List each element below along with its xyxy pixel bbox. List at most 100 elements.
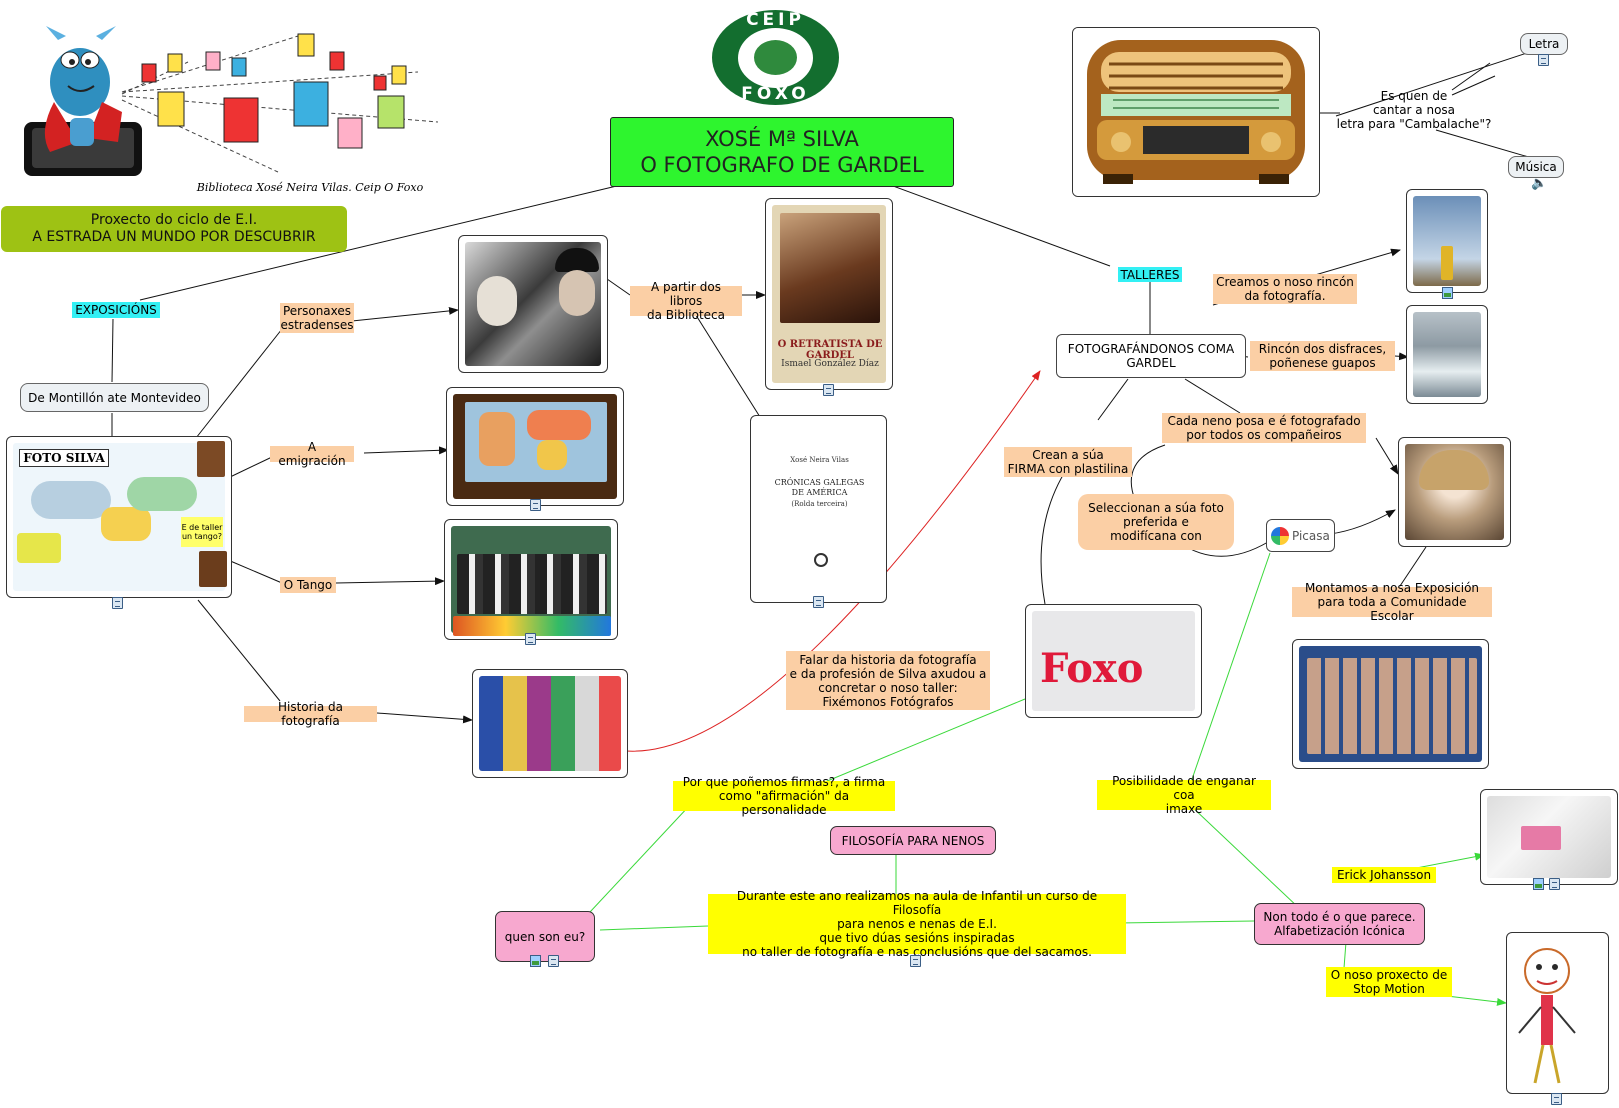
photo-corner[interactable] xyxy=(1406,189,1488,293)
montamos-label[interactable]: Montamos a nosa Exposición para toda a C… xyxy=(1292,581,1492,623)
gardel-photo[interactable] xyxy=(458,235,608,373)
children-group xyxy=(457,554,607,614)
foxo-signature-text: Foxo xyxy=(1040,645,1144,692)
poster-title: FOTO SILVA xyxy=(19,449,109,467)
book-cover-photo xyxy=(780,213,880,323)
school-logo: CEIP FOXO xyxy=(712,10,839,105)
picasa-logo[interactable]: Picasa xyxy=(1266,519,1335,552)
world-map-photo[interactable] xyxy=(446,387,624,506)
chair-shape xyxy=(1441,246,1453,280)
face-shape xyxy=(477,276,517,326)
poster-camera xyxy=(199,551,227,587)
poster-note xyxy=(17,533,61,563)
montillon-node[interactable]: De Montillón ate Montevideo xyxy=(20,383,209,412)
talleres-label[interactable]: TALLERES xyxy=(1118,267,1182,282)
image-icon[interactable] xyxy=(1533,878,1544,890)
falar-node[interactable]: Falar da historia da fotografía e da pro… xyxy=(786,651,990,710)
map-america-shape xyxy=(31,481,111,519)
erick-drawing-photo[interactable] xyxy=(1480,789,1618,885)
document-icon[interactable] xyxy=(530,499,541,511)
library-caption: Biblioteca Xosé Neira Vilas. Ceip O Foxo xyxy=(196,181,424,194)
exhibition-photo[interactable] xyxy=(1292,639,1489,769)
stop-motion-label[interactable]: O noso proxecto de Stop Motion xyxy=(1326,967,1452,997)
map-land xyxy=(479,412,515,466)
logo-bottom-text: FOXO xyxy=(741,84,810,104)
document-icon[interactable] xyxy=(112,597,123,609)
glitter-hat-shape xyxy=(1419,450,1489,490)
poster-bubble: E de taller un tango? xyxy=(181,517,223,547)
book-cronicas-author: Xosé Neira Vilas xyxy=(790,456,849,464)
speaker-icon[interactable]: 🔈 xyxy=(1531,176,1548,191)
map-europe-shape xyxy=(127,477,197,511)
exposicions-label[interactable]: EXPOSICIÓNS xyxy=(72,302,160,318)
book-cronicas[interactable]: Xosé Neira Vilas CRÓNICAS GALEGAS DE AMÉ… xyxy=(750,415,887,603)
project-banner[interactable]: Proxecto do ciclo de E.I. A ESTRADA UN M… xyxy=(1,206,347,252)
cada-neno-label[interactable]: Cada neno posa e é fotografado por todos… xyxy=(1162,413,1366,443)
non-todo-node[interactable]: Non todo é o que parece. Alfabetización … xyxy=(1254,903,1425,945)
tango-label[interactable]: O Tango xyxy=(280,577,336,593)
book-retratista-author: Ismael González Díaz xyxy=(781,359,879,369)
face-shape xyxy=(559,270,595,316)
reading-mascot-icon xyxy=(24,26,438,176)
musica-label: Música xyxy=(1515,160,1557,174)
durante-node[interactable]: Durante este ano realizamos na aula de I… xyxy=(708,889,1126,959)
photo-child-hat[interactable] xyxy=(1398,437,1511,547)
child-drawing-icon xyxy=(1518,948,1576,1084)
map-title[interactable]: XOSÉ Mª SILVA O FOTOGRAFO DE GARDEL xyxy=(610,117,954,187)
image-icon[interactable] xyxy=(530,955,541,967)
stop-motion-drawing[interactable] xyxy=(1506,932,1609,1094)
quen-node[interactable]: quen son eu? xyxy=(495,911,595,962)
emigracion-label[interactable]: A emigración xyxy=(270,440,354,468)
publisher-logo-icon xyxy=(814,553,828,567)
letra-node[interactable]: Letra xyxy=(1520,33,1568,55)
seleccionan-node[interactable]: Seleccionan a súa foto preferida e modif… xyxy=(1078,494,1234,550)
picasa-text: Picasa xyxy=(1292,528,1330,543)
floor-mat xyxy=(453,616,611,636)
musica-node[interactable]: Música xyxy=(1508,156,1564,178)
portraits-grid xyxy=(1307,658,1477,754)
map-land xyxy=(527,410,591,440)
por-que-label[interactable]: Por que poñemos firmas?, a firma como "a… xyxy=(673,775,895,817)
logo-top-text: CEIP xyxy=(746,10,805,30)
title-line-1: XOSÉ Mª SILVA xyxy=(705,127,859,151)
filosofia-node[interactable]: FILOSOFÍA PARA NENOS xyxy=(830,826,996,855)
book-cronicas-subtitle: (Rolda terceira) xyxy=(791,500,848,508)
radio-icon xyxy=(1073,28,1319,196)
book-cronicas-title: CRÓNICAS GALEGAS DE AMÉRICA xyxy=(774,478,865,497)
picasa-icon xyxy=(1271,526,1289,545)
book-retratista[interactable]: O RETRATISTA DE GARDEL Ismael González D… xyxy=(765,198,893,390)
document-icon[interactable] xyxy=(548,955,559,967)
personaxes-label[interactable]: Personaxes estradenses xyxy=(280,303,354,333)
es-quen-question[interactable]: Es quen de cantar a nosa letra para "Cam… xyxy=(1336,89,1492,131)
letra-label: Letra xyxy=(1528,37,1560,51)
map-africa-shape xyxy=(101,507,151,541)
photo-history-collage[interactable] xyxy=(472,669,628,778)
document-icon[interactable] xyxy=(1549,878,1560,890)
logo-tree-icon xyxy=(754,40,797,75)
photo-costumes[interactable] xyxy=(1406,305,1488,404)
crean-firma-label[interactable]: Crean a súa FIRMA con plastilina xyxy=(1004,447,1132,477)
document-icon[interactable] xyxy=(525,633,536,645)
document-icon[interactable] xyxy=(1538,54,1549,66)
document-icon[interactable] xyxy=(1551,1093,1562,1105)
tango-children-photo[interactable] xyxy=(444,519,618,640)
document-icon[interactable] xyxy=(813,596,824,608)
hat-shape xyxy=(555,248,599,272)
library-illustration xyxy=(18,22,438,184)
foto-silva-poster[interactable]: FOTO SILVA E de taller un tango? xyxy=(6,436,232,598)
posibilidade-label[interactable]: Posibilidade de enganar coa imaxe xyxy=(1097,774,1271,816)
libros-label[interactable]: A partir dos libros da Biblioteca xyxy=(630,280,742,322)
erick-label[interactable]: Erick Johansson xyxy=(1332,867,1436,883)
foxo-signature-photo[interactable]: Foxo xyxy=(1025,604,1202,718)
pink-scribble xyxy=(1521,826,1561,850)
radio-image[interactable] xyxy=(1072,27,1320,197)
creamos-label[interactable]: Creamos o noso rincón da fotografía. xyxy=(1213,274,1357,304)
image-icon[interactable] xyxy=(1442,287,1453,299)
document-icon[interactable] xyxy=(910,955,921,967)
book-retratista-title: O RETRATISTA DE GARDEL xyxy=(777,339,883,361)
fotografandonos-node[interactable]: FOTOGRAFÁNDONOS COMA GARDEL xyxy=(1056,334,1246,378)
map-land xyxy=(537,440,567,470)
rincon-label[interactable]: Rincón dos disfraces, poñenese guapos xyxy=(1250,341,1395,371)
document-icon[interactable] xyxy=(823,384,834,396)
historia-label[interactable]: Historia da fotografía xyxy=(244,700,377,728)
